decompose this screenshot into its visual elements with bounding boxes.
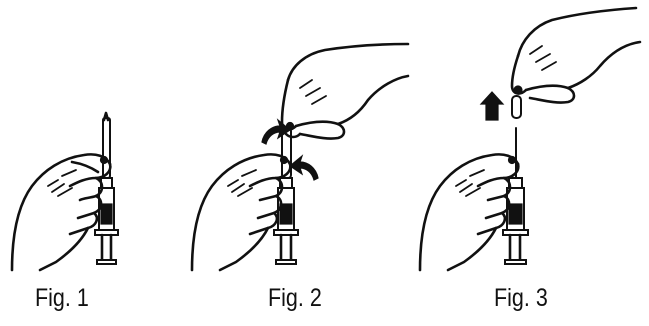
figure-1-caption: Fig. 1: [35, 284, 89, 313]
plunger-head: [276, 260, 296, 264]
lower-hand: [192, 154, 290, 270]
removed-needle-cap: [512, 96, 521, 118]
plunger-head: [97, 260, 116, 264]
lower-hand: [420, 154, 518, 270]
syringe-medicine: [509, 204, 522, 224]
twist-arrow-right-icon: [290, 156, 318, 180]
syringe-flange: [95, 230, 118, 235]
plunger-head: [505, 260, 526, 264]
hand: [12, 154, 110, 270]
figure-1: [12, 113, 118, 270]
syringe: [95, 113, 118, 264]
upper-hand: [282, 44, 408, 139]
figure-2-caption: Fig. 2: [268, 284, 322, 313]
syringe: [503, 178, 528, 264]
fingertip-shade: [514, 86, 522, 94]
figure-2: [192, 44, 408, 270]
thumbnail-shade: [281, 157, 288, 164]
figure-3: [420, 8, 640, 270]
thumbnail-shade: [509, 157, 516, 164]
syringe-flange: [503, 230, 528, 235]
figure-3-caption: Fig. 3: [494, 284, 548, 313]
syringe-flange: [274, 230, 298, 235]
upper-hand: [512, 8, 640, 103]
thumbnail-shade: [101, 157, 108, 164]
pull-up-arrow-icon: [481, 92, 503, 120]
syringe-medicine: [101, 204, 112, 224]
